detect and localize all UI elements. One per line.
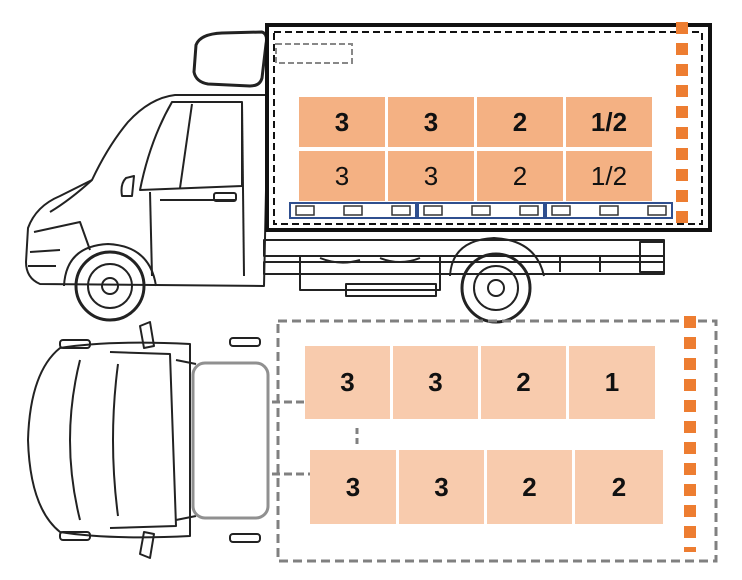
side-lower-cell: 3 [299, 151, 385, 201]
side-lower-cell: 2 [477, 151, 563, 201]
side-view-truck [25, 30, 665, 324]
side-lower-cell: 1/2 [566, 151, 652, 201]
side-cargo-inner-dashed [273, 31, 703, 225]
top-row1-cell: 1 [569, 346, 655, 419]
side-upper-cell: 3 [299, 97, 385, 147]
side-upper-cell: 2 [477, 97, 563, 147]
top-row2-cell: 3 [399, 450, 484, 524]
pallet [545, 202, 673, 219]
side-upper-cell: 3 [388, 97, 474, 147]
side-cargo-box [265, 23, 712, 232]
top-row2-cell: 2 [487, 450, 572, 524]
top-row2-cell: 3 [310, 450, 396, 524]
pallet [417, 202, 545, 219]
top-view-truck [27, 321, 261, 559]
top-cargo-box [276, 319, 718, 563]
top-row1-cell: 2 [481, 346, 566, 419]
side-lower-cell: 3 [388, 151, 474, 201]
top-row1-cell: 3 [393, 346, 478, 419]
side-upper-cell: 1/2 [566, 97, 652, 147]
top-row1-cell: 3 [305, 346, 390, 419]
side-small-dashed-box [275, 43, 353, 64]
top-row2-cell: 2 [575, 450, 663, 524]
pallet [289, 202, 417, 219]
pallets [289, 202, 673, 219]
top-cab-rear-panel [191, 361, 270, 520]
